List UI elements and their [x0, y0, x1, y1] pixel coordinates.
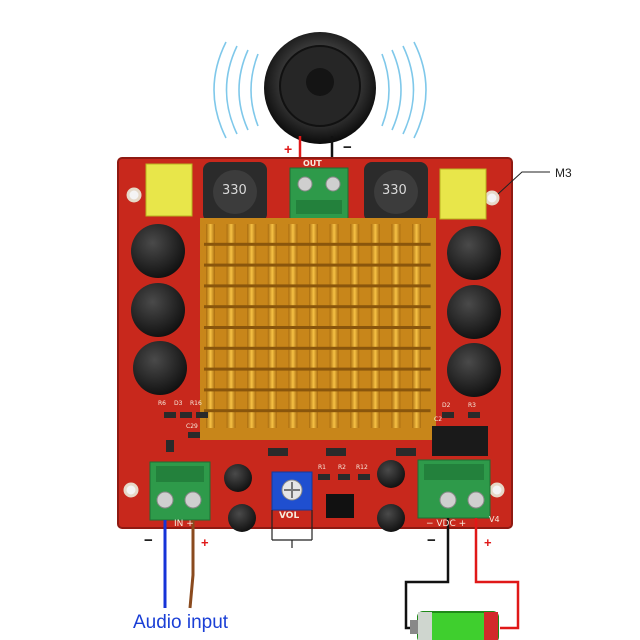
ref-d2: D2 [442, 402, 451, 409]
speaker-icon [213, 32, 427, 144]
input-terminal-block [149, 461, 211, 521]
input-plus-label: + [201, 535, 209, 550]
smd-components [164, 412, 480, 480]
heatsink-slot [204, 242, 431, 246]
heatsink-slot [204, 346, 431, 350]
m3-label: M3 [555, 166, 572, 180]
heatsink [200, 218, 436, 440]
input-minus-label: − [144, 532, 153, 549]
inductor-marking-left: 330 [222, 183, 247, 198]
inductor [364, 162, 428, 222]
electrolytic-capacitor-group-left [131, 224, 187, 395]
heatsink-slot [204, 409, 431, 413]
ref-r6: R6 [158, 400, 166, 407]
heatsink-slot [204, 367, 431, 371]
mounting-hole [123, 187, 505, 498]
output-plus-label: + [284, 141, 293, 157]
heatsink-slot [204, 388, 431, 392]
ref-r16: R16 [190, 400, 202, 407]
output-minus-label: − [343, 139, 352, 156]
sound-wave-icon [213, 41, 427, 139]
output-terminal-block [289, 167, 349, 221]
ref-r12: R12 [356, 464, 368, 471]
heatsink-slot [204, 284, 431, 288]
power-marking: − VDC + [426, 519, 467, 529]
ref-c29: C29 [186, 423, 198, 430]
ref-r3: R3 [468, 402, 476, 409]
battery-icon [410, 611, 499, 640]
heatsink-slot [204, 263, 431, 267]
input-marking: IN + [174, 519, 194, 529]
ref-d3: D3 [174, 400, 183, 407]
ic-chip [326, 494, 354, 518]
output-marking: OUT [303, 159, 322, 168]
volume-potentiometer [271, 471, 313, 548]
heatsink-slot [204, 305, 431, 309]
volume-marking: VOL [279, 511, 300, 521]
m3-leader-line [497, 171, 550, 195]
ref-c2: C2 [434, 416, 443, 423]
v4-marking: V4 [489, 515, 500, 524]
amplifier-board [117, 157, 550, 548]
ref-r1: R1 [318, 464, 326, 471]
audio-input-wires [163, 520, 195, 609]
film-capacitor [145, 163, 193, 217]
audio-input-label: Audio input [133, 612, 229, 633]
heatsink-slot [204, 326, 431, 329]
film-capacitor [439, 168, 487, 220]
power-plus-label: + [484, 535, 492, 550]
diode [432, 426, 488, 456]
inductor-marking-right: 330 [382, 183, 407, 198]
ref-r2: R2 [338, 464, 346, 471]
power-terminal-block [417, 459, 491, 519]
power-minus-label: − [427, 532, 436, 549]
inductor [203, 162, 267, 222]
electrolytic-capacitor-group-right [447, 226, 501, 397]
small-capacitor [224, 460, 405, 532]
